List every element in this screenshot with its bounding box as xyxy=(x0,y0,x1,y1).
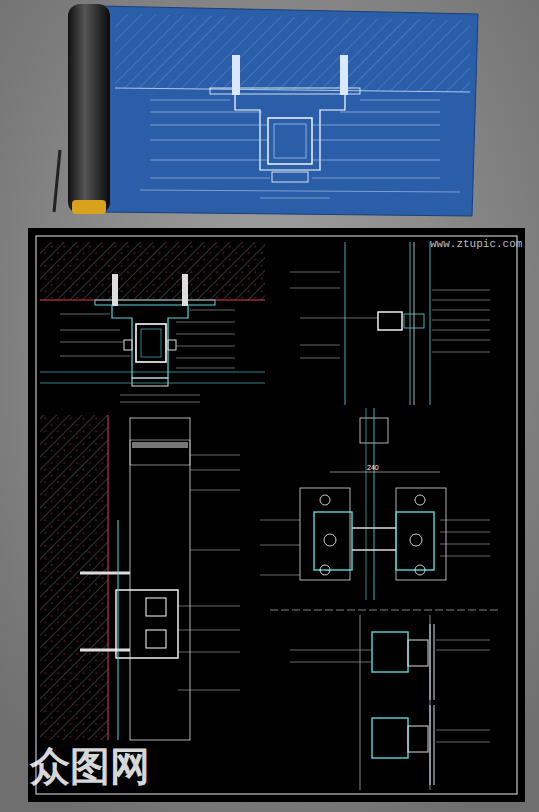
wall-section xyxy=(40,415,240,740)
mullion-elevation xyxy=(290,242,490,405)
cad-panel xyxy=(28,228,525,802)
roll-band xyxy=(72,200,106,214)
logo-watermark: 众图网 xyxy=(30,746,150,786)
watermark: www.ztupic.com xyxy=(430,239,522,250)
drawing-frame xyxy=(36,236,517,794)
blueprint-sheet xyxy=(98,6,478,216)
dimension: 240 xyxy=(367,464,379,471)
paper-roll xyxy=(68,4,110,214)
section-detail xyxy=(40,242,265,402)
pen xyxy=(54,150,60,212)
connection-details xyxy=(260,408,500,790)
